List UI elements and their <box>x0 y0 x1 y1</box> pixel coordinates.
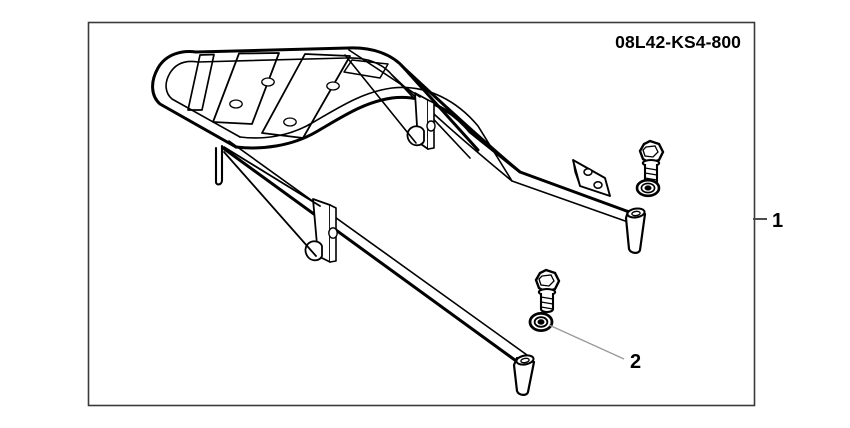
frame-tube-front-rail-inner <box>239 86 513 182</box>
frame-tube-outer-top <box>151 50 238 149</box>
support-bracket-left <box>304 198 338 263</box>
diagram-border <box>87 21 756 407</box>
platform-hole-1 <box>229 99 243 109</box>
frame-tube-lower-diagonal-outer <box>221 146 521 365</box>
mounting-bracket-hole-2 <box>593 181 603 189</box>
platform-hole-4 <box>326 81 340 91</box>
support-strut-lower <box>223 151 317 257</box>
platform-hole-3 <box>283 117 297 127</box>
flat-washer-lower <box>528 311 554 332</box>
callout-2-label: 2 <box>630 351 641 373</box>
bolt-upper-head-facet <box>642 145 659 158</box>
tube-end-cap-right <box>624 207 647 254</box>
rack-assembly <box>151 46 647 396</box>
frame-tube-lower-diagonal-inner <box>228 140 528 356</box>
washer-lower-bore <box>537 319 545 325</box>
callout-2-leader <box>548 324 625 360</box>
tube-end-cap-bottom <box>512 354 536 396</box>
platform-hole-2 <box>261 77 275 87</box>
bolt-lower-head-facet <box>538 274 555 287</box>
platform-slat-3 <box>261 53 351 139</box>
callout-2: 2 <box>548 324 641 373</box>
mounting-bracket-plate <box>572 159 611 197</box>
support-strut-right-upper <box>348 49 421 98</box>
callout-1-label: 1 <box>772 210 783 232</box>
frame-tube-inner-top <box>165 60 241 138</box>
frame-stub-pin-cap <box>214 178 224 186</box>
tube-end-cap-right-body <box>624 209 647 254</box>
support-bracket-left-hole <box>328 227 338 239</box>
support-bracket-left-foot <box>304 240 323 262</box>
support-strut-right-lower <box>344 54 417 144</box>
tube-end-cap-bottom-body <box>512 356 536 396</box>
support-bracket-right-foot <box>406 125 425 147</box>
flat-washer-upper <box>635 178 661 198</box>
tube-end-cap-bottom-bore <box>520 357 530 364</box>
support-strut-upper <box>223 146 321 207</box>
mounting-bracket-plate-edge <box>572 159 581 187</box>
part-number-label: 08L42-KS4-800 <box>615 32 741 52</box>
hex-flange-bolt-lower <box>534 268 561 314</box>
frame-tube-front-rail-outer <box>234 95 522 174</box>
washer-upper-bore <box>644 185 652 191</box>
support-bracket-right <box>406 92 436 150</box>
frame-stub-pin <box>214 144 224 184</box>
mounting-bracket-hole-1 <box>583 168 593 176</box>
bolt-lower-threads <box>540 296 554 310</box>
support-bracket-right-hole <box>426 120 436 132</box>
rack-platform-slats <box>187 52 389 139</box>
tube-end-cap-right-bore <box>631 210 641 217</box>
platform-slat-2 <box>212 52 280 125</box>
callout-1: 1 <box>753 210 783 232</box>
